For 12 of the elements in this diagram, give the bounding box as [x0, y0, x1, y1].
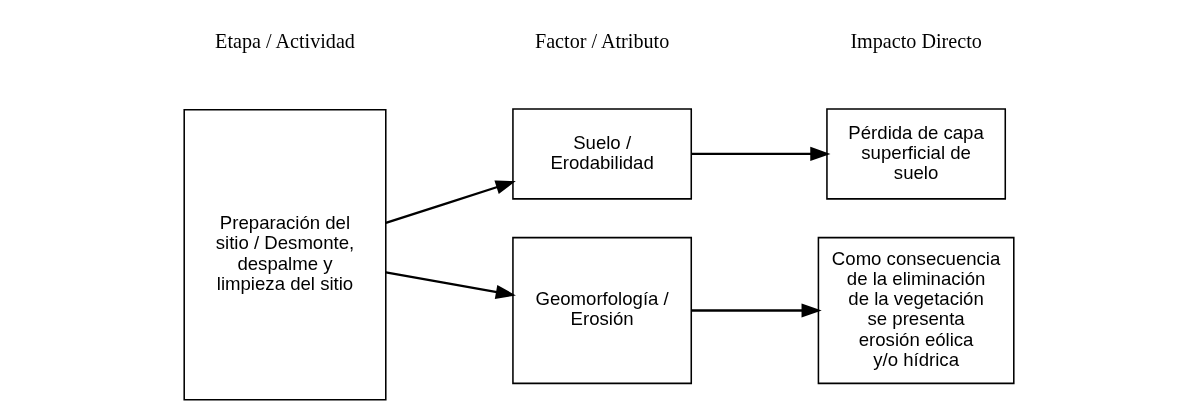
node-box: Como consecuencia de la eliminación de la vegetación se presenta erosión eólica y/o hídrica	[817, 236, 1015, 385]
arrow	[691, 303, 822, 318]
arrow	[691, 146, 831, 161]
arrow	[385, 180, 516, 224]
node-box: Pérdida de capa superficial de suelo	[826, 108, 1007, 200]
arrow	[385, 271, 516, 299]
label: Impacto Directo	[850, 29, 982, 52]
node-box: Preparación del sitio / Desmonte, despalme y limpieza del sitio	[183, 108, 387, 401]
node-box: Suelo / Erodabilidad	[512, 108, 693, 200]
label: Factor / Atributo	[534, 29, 670, 52]
node-box: Geomorfología / Erosión	[512, 236, 693, 385]
label: Etapa / Actividad	[215, 29, 355, 52]
